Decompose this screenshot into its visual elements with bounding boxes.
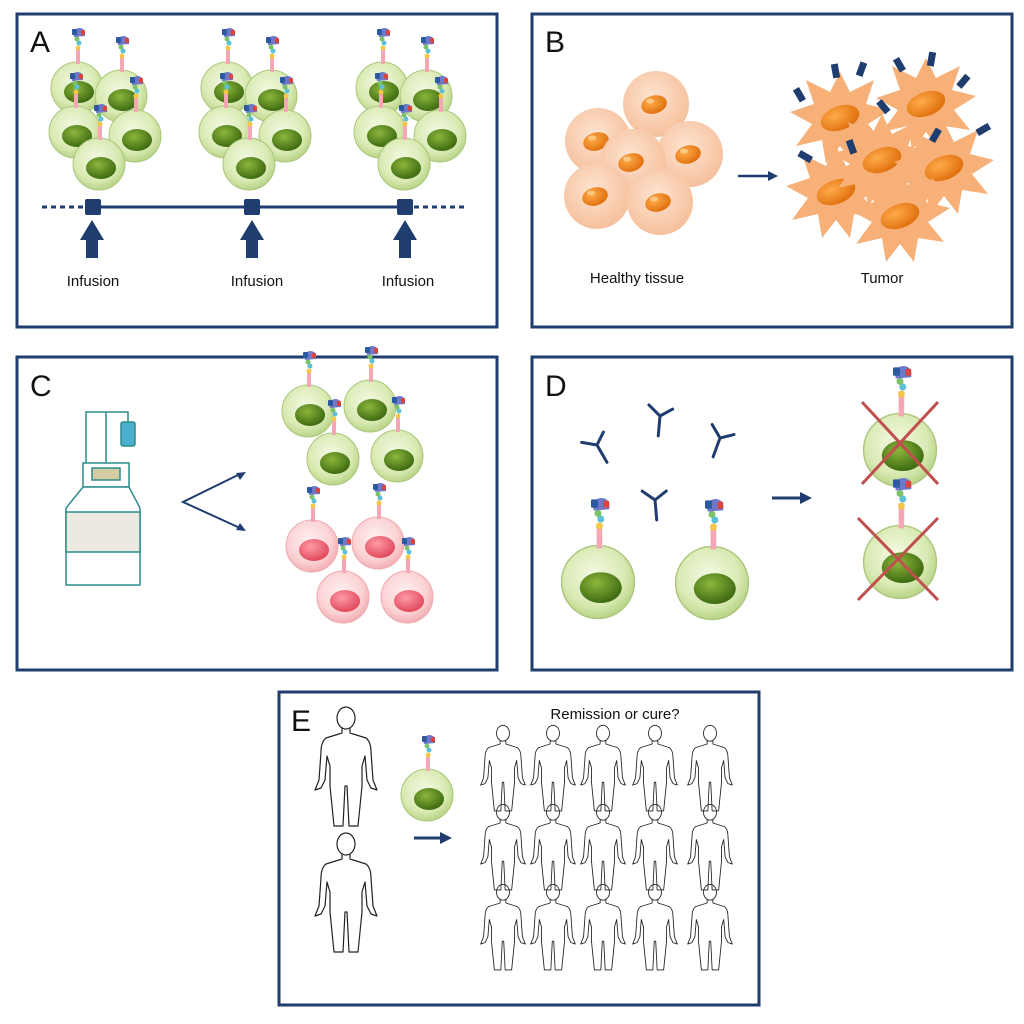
tumor-antigens bbox=[792, 51, 992, 164]
cross-marks bbox=[856, 400, 940, 602]
manufacturing-bottle-icon bbox=[65, 411, 141, 586]
c-arrow-head-down bbox=[236, 523, 246, 531]
panel-e: E Remission or cure? bbox=[277, 690, 761, 1007]
timeline-marker-2 bbox=[244, 199, 260, 215]
panel-d: D bbox=[530, 355, 1014, 672]
panel-e-frame bbox=[277, 690, 761, 1007]
panel-e-label: E bbox=[291, 705, 311, 738]
panel-d-label: D bbox=[545, 370, 567, 403]
timeline-marker-1 bbox=[85, 199, 101, 215]
panel-a: A Infusion Infusion Infusion bbox=[15, 12, 499, 329]
panel-b-label: B bbox=[545, 26, 565, 59]
panel-b: B bbox=[530, 12, 1014, 329]
tumor-label: Tumor bbox=[861, 270, 904, 287]
d-arrow-head bbox=[800, 492, 812, 504]
panel-e-title: Remission or cure? bbox=[550, 706, 679, 723]
infusion-arrow-1 bbox=[80, 220, 104, 258]
infusion-label-2: Infusion bbox=[231, 273, 284, 290]
panel-c-label: C bbox=[30, 370, 52, 403]
timeline-marker-3 bbox=[397, 199, 413, 215]
panel-d-frame bbox=[530, 355, 1014, 672]
infusion-arrow-3 bbox=[393, 220, 417, 258]
panel-c: C bbox=[15, 345, 499, 672]
c-split-arrows bbox=[180, 473, 241, 529]
b-arrow-head bbox=[768, 171, 778, 181]
e-arrow-head bbox=[440, 832, 452, 844]
panel-a-label: A bbox=[30, 26, 50, 59]
c-arrow-head-up bbox=[236, 472, 246, 480]
healthy-tissue-label: Healthy tissue bbox=[590, 270, 684, 287]
infusion-label-3: Infusion bbox=[382, 273, 435, 290]
infusion-label-1: Infusion bbox=[67, 273, 120, 290]
infusion-arrow-2 bbox=[240, 220, 264, 258]
